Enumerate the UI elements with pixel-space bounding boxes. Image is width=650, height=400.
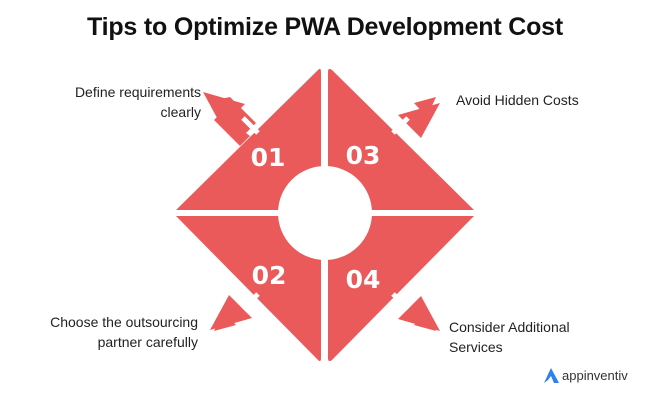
tip-04-number: 04 bbox=[346, 265, 381, 294]
page-title: Tips to Optimize PWA Development Cost bbox=[87, 13, 563, 41]
brand-name: appinventiv bbox=[562, 368, 628, 383]
tip-02-label-line1: Choose the outsourcing bbox=[50, 314, 198, 330]
appinventiv-a-icon bbox=[544, 368, 559, 383]
tip-04-label: Consider Additional Services bbox=[449, 317, 570, 357]
tip-03-shape bbox=[328, 68, 474, 210]
tip-02-label: Choose the outsourcing partner carefully bbox=[50, 312, 198, 352]
brand-logo: appinventiv bbox=[543, 368, 628, 383]
tip-01-label-line1: Define requirements bbox=[74, 84, 201, 100]
tip-04-label-line2: Services bbox=[449, 339, 503, 355]
tip-02-number: 02 bbox=[252, 261, 287, 290]
tip-02-label-line2: partner carefully bbox=[97, 334, 198, 350]
tip-03-label: Avoid Hidden Costs bbox=[456, 90, 579, 110]
tip-03-number: 03 bbox=[346, 141, 381, 170]
tip-03-label-line1: Avoid Hidden Costs bbox=[456, 92, 579, 108]
tip-01-label-line2: clearly bbox=[160, 104, 201, 120]
tip-01-label: Define requirements clearly bbox=[75, 82, 201, 122]
tip-01-number: 01 bbox=[251, 143, 286, 172]
tip-04-label-line1: Consider Additional bbox=[449, 319, 570, 335]
